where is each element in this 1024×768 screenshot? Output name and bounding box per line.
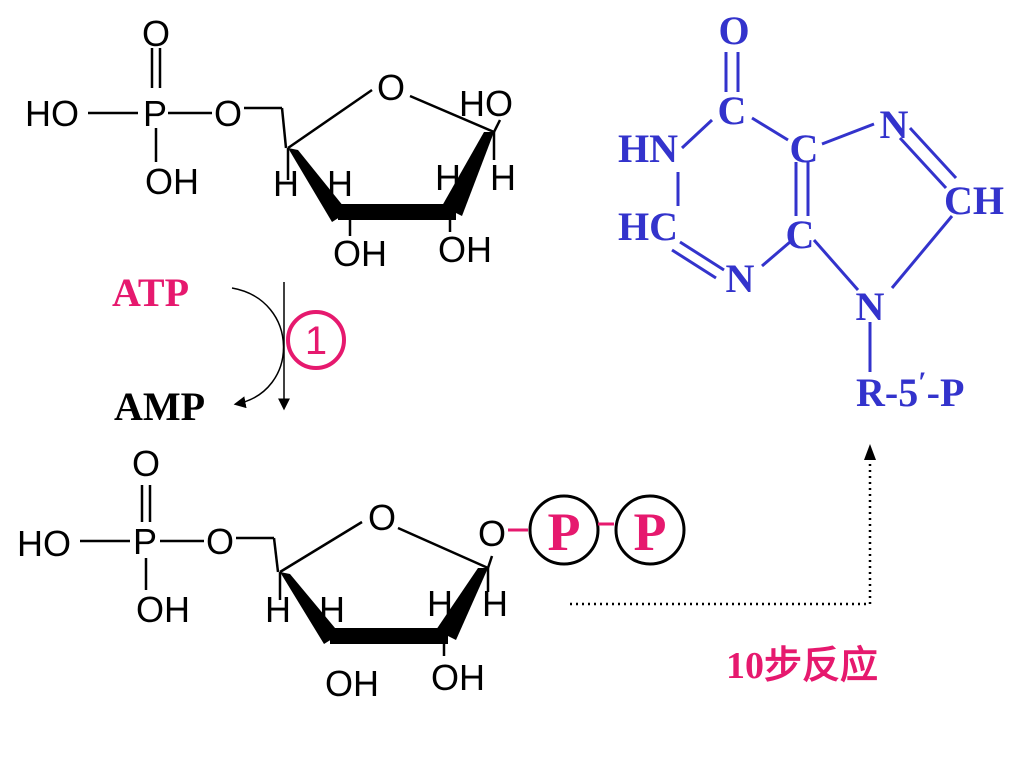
- ribose-c3-oh: OH: [333, 233, 387, 274]
- prpp-ester-o: O: [206, 521, 234, 562]
- imp-o: O: [718, 8, 749, 53]
- ribose-ester-o: O: [214, 93, 242, 134]
- imp-n9: N: [856, 284, 885, 329]
- prpp-phosphate-p: P: [133, 521, 157, 562]
- step-number: 1: [305, 319, 327, 363]
- imp-r5p-tail: -P: [927, 370, 965, 415]
- imp-n3: N: [726, 256, 755, 301]
- ribose-c2-h: H: [435, 157, 461, 198]
- imp-structure: O C HN C N CH HC C N N R-5′-P: [618, 8, 1004, 415]
- ten-steps-label: 10步反应: [726, 645, 878, 687]
- prpp-ring-wedge-left: [280, 572, 340, 644]
- imp-ch8: CH: [944, 178, 1004, 223]
- amp-label: AMP: [114, 384, 205, 429]
- ribose-c1-h: H: [490, 157, 516, 198]
- ribose-c2-oh: OH: [438, 229, 492, 270]
- prpp-phosphate-ho: HO: [17, 523, 71, 564]
- imp-r5p-main: R-5: [856, 370, 918, 415]
- prpp-c1-h: H: [482, 583, 508, 624]
- prpp-c2-h: H: [427, 583, 453, 624]
- reaction-arrow-side: [231, 287, 285, 409]
- pyrophosphate-p1: P: [548, 502, 581, 562]
- ribose-ring-front-bond: [338, 204, 456, 220]
- imp-bonds: [671, 52, 958, 372]
- imp-ribose-phosphate: R-5′-P: [856, 366, 964, 415]
- imp-c5: C: [790, 126, 819, 171]
- ribose-5-phosphate-bonds: [88, 48, 502, 180]
- pyrophosphate-p2: P: [634, 502, 667, 562]
- prpp-phosphate-double-o: O: [132, 443, 160, 484]
- pyrophosphate: P P: [508, 494, 686, 566]
- ten-step-arrow: 10步反应: [570, 444, 878, 687]
- imp-hn: HN: [618, 126, 678, 171]
- ribose-c1-ho: HO: [459, 83, 513, 124]
- imp-c4: C: [786, 212, 815, 257]
- ribose-ring-o: O: [377, 67, 405, 108]
- imp-c6: C: [718, 88, 747, 133]
- prpp-ring-front-bond: [330, 628, 448, 644]
- ribose-5-phosphate: O HO P O OH O HO H H H H OH OH: [25, 13, 516, 274]
- reaction-step-1: ATP AMP 1: [112, 270, 346, 429]
- prpp-ring-o: O: [368, 497, 396, 538]
- ribose-ring-wedge-right: [442, 132, 494, 216]
- ribose-ring-wedge-left: [288, 148, 348, 222]
- prpp-c3-oh: OH: [325, 663, 379, 704]
- imp-r5p-prime: ′: [918, 366, 926, 399]
- prpp-c2-oh: OH: [431, 657, 485, 698]
- prpp-phosphate-oh: OH: [136, 589, 190, 630]
- prpp-ring-wedge-right: [436, 568, 488, 640]
- ribose-phosphate-double-o: O: [142, 13, 170, 54]
- imp-hc2: HC: [618, 204, 678, 249]
- step-number-circle: [286, 310, 346, 370]
- ribose-c3-h: H: [327, 163, 353, 204]
- dotted-arrow-path: [570, 458, 872, 606]
- dotted-arrow-head: [864, 444, 876, 460]
- prpp-c4-h: H: [265, 589, 291, 630]
- ribose-phosphate-p: P: [143, 93, 167, 134]
- prpp: O HO P O OH O O H H H H OH OH P P: [17, 443, 686, 704]
- prpp-bonds: [80, 485, 494, 600]
- ribose-phosphate-oh: OH: [145, 161, 199, 202]
- pyrophosphate-p2-circle: [614, 494, 686, 566]
- pyrophosphate-p1-circle: [528, 494, 600, 566]
- ribose-c4-h: H: [273, 163, 299, 204]
- imp-n7: N: [880, 102, 909, 147]
- prpp-c1-o: O: [478, 513, 506, 554]
- ribose-phosphate-ho: HO: [25, 93, 79, 134]
- atp-label: ATP: [112, 270, 189, 315]
- prpp-c3-h: H: [319, 589, 345, 630]
